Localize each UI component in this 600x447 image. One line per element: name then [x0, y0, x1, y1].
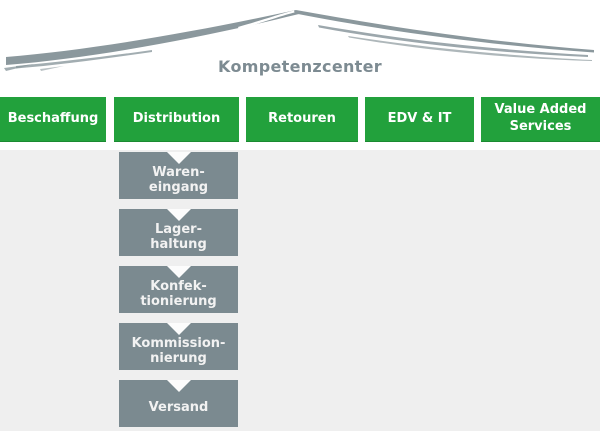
arrow-down-icon [166, 380, 191, 392]
distribution-flow: Waren- eingang Lager- haltung Konfek- ti… [119, 152, 238, 437]
header: Kompetenzcenter [0, 0, 600, 97]
flow-step-konfektionierung[interactable]: Konfek- tionierung [119, 266, 238, 313]
nav-button-distribution[interactable]: Distribution [114, 97, 239, 142]
flow-step-label-line: haltung [150, 236, 207, 252]
brush-swoosh-graphic [4, 10, 594, 71]
nav-button-edv-it[interactable]: EDV & IT [365, 97, 474, 142]
nav-button-beschaffung[interactable]: Beschaffung [0, 97, 106, 142]
arrow-down-icon [166, 209, 191, 221]
content-area: Waren- eingang Lager- haltung Konfek- ti… [0, 150, 600, 431]
nav-button-value-added-services[interactable]: Value Added Services [481, 97, 600, 142]
flow-step-label-line: Waren- [152, 164, 205, 180]
flow-step-label-line: eingang [148, 179, 209, 195]
flow-step-lagerhaltung[interactable]: Lager- haltung [119, 209, 238, 256]
main-nav: Beschaffung Distribution Retouren EDV & … [0, 97, 600, 142]
flow-step-versand[interactable]: Versand [119, 380, 238, 427]
page-title: Kompetenzcenter [218, 57, 382, 76]
nav-button-retouren[interactable]: Retouren [246, 97, 358, 142]
flow-step-wareneingang[interactable]: Waren- eingang [119, 152, 238, 199]
arrow-down-icon [166, 152, 191, 164]
arrow-down-icon [166, 323, 191, 335]
flow-step-label-line: nierung [150, 350, 207, 366]
flow-step-label-line: Versand [148, 400, 209, 415]
flow-step-kommissionierung[interactable]: Kommission- nierung [119, 323, 238, 370]
flow-step-label-line: Lager- [155, 221, 202, 237]
arrow-down-icon [166, 266, 191, 278]
flow-step-label-line: tionierung [140, 293, 217, 309]
flow-step-label-line: Kommission- [131, 335, 226, 351]
flow-step-label-line: Konfek- [150, 278, 207, 294]
